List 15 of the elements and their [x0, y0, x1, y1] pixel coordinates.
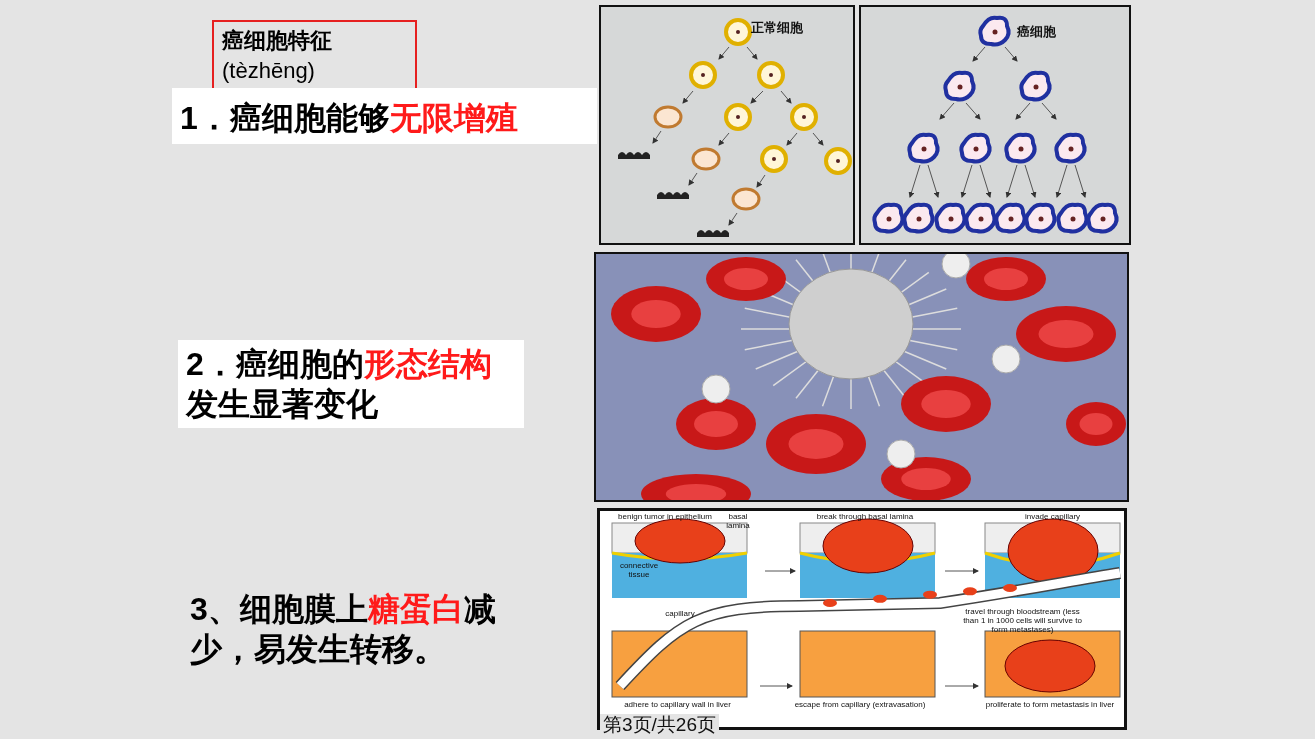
drawing-caption: escape from capillary (extravasation): [793, 700, 927, 709]
drawing-caption: break through basal lamina: [815, 512, 915, 521]
cell-label: 癌细胞: [1017, 23, 1056, 41]
numbered-point: 1．癌细胞能够无限增殖: [172, 88, 597, 144]
drawing-caption: adhere to capillary wall in liver: [623, 700, 732, 709]
numbered-point: 3、细胞膜上糖蛋白减少，易发生转移。: [189, 590, 497, 669]
drawing-caption: connective tissue: [618, 561, 660, 579]
page-number: 第3页/共26页: [600, 714, 719, 736]
drawing-caption: invade capillary: [1023, 512, 1082, 521]
numbered-point: 2．癌细胞的形态结构发生显著变化: [178, 340, 524, 428]
drawing-caption: proliferate to form metastasis in liver: [984, 700, 1116, 709]
cell-label: 正常细胞: [751, 19, 803, 37]
drawing-caption: capillary: [664, 609, 696, 618]
drawing-caption: benign tumor in epithelium: [617, 512, 713, 521]
drawing-caption: basal lamina: [725, 512, 751, 530]
